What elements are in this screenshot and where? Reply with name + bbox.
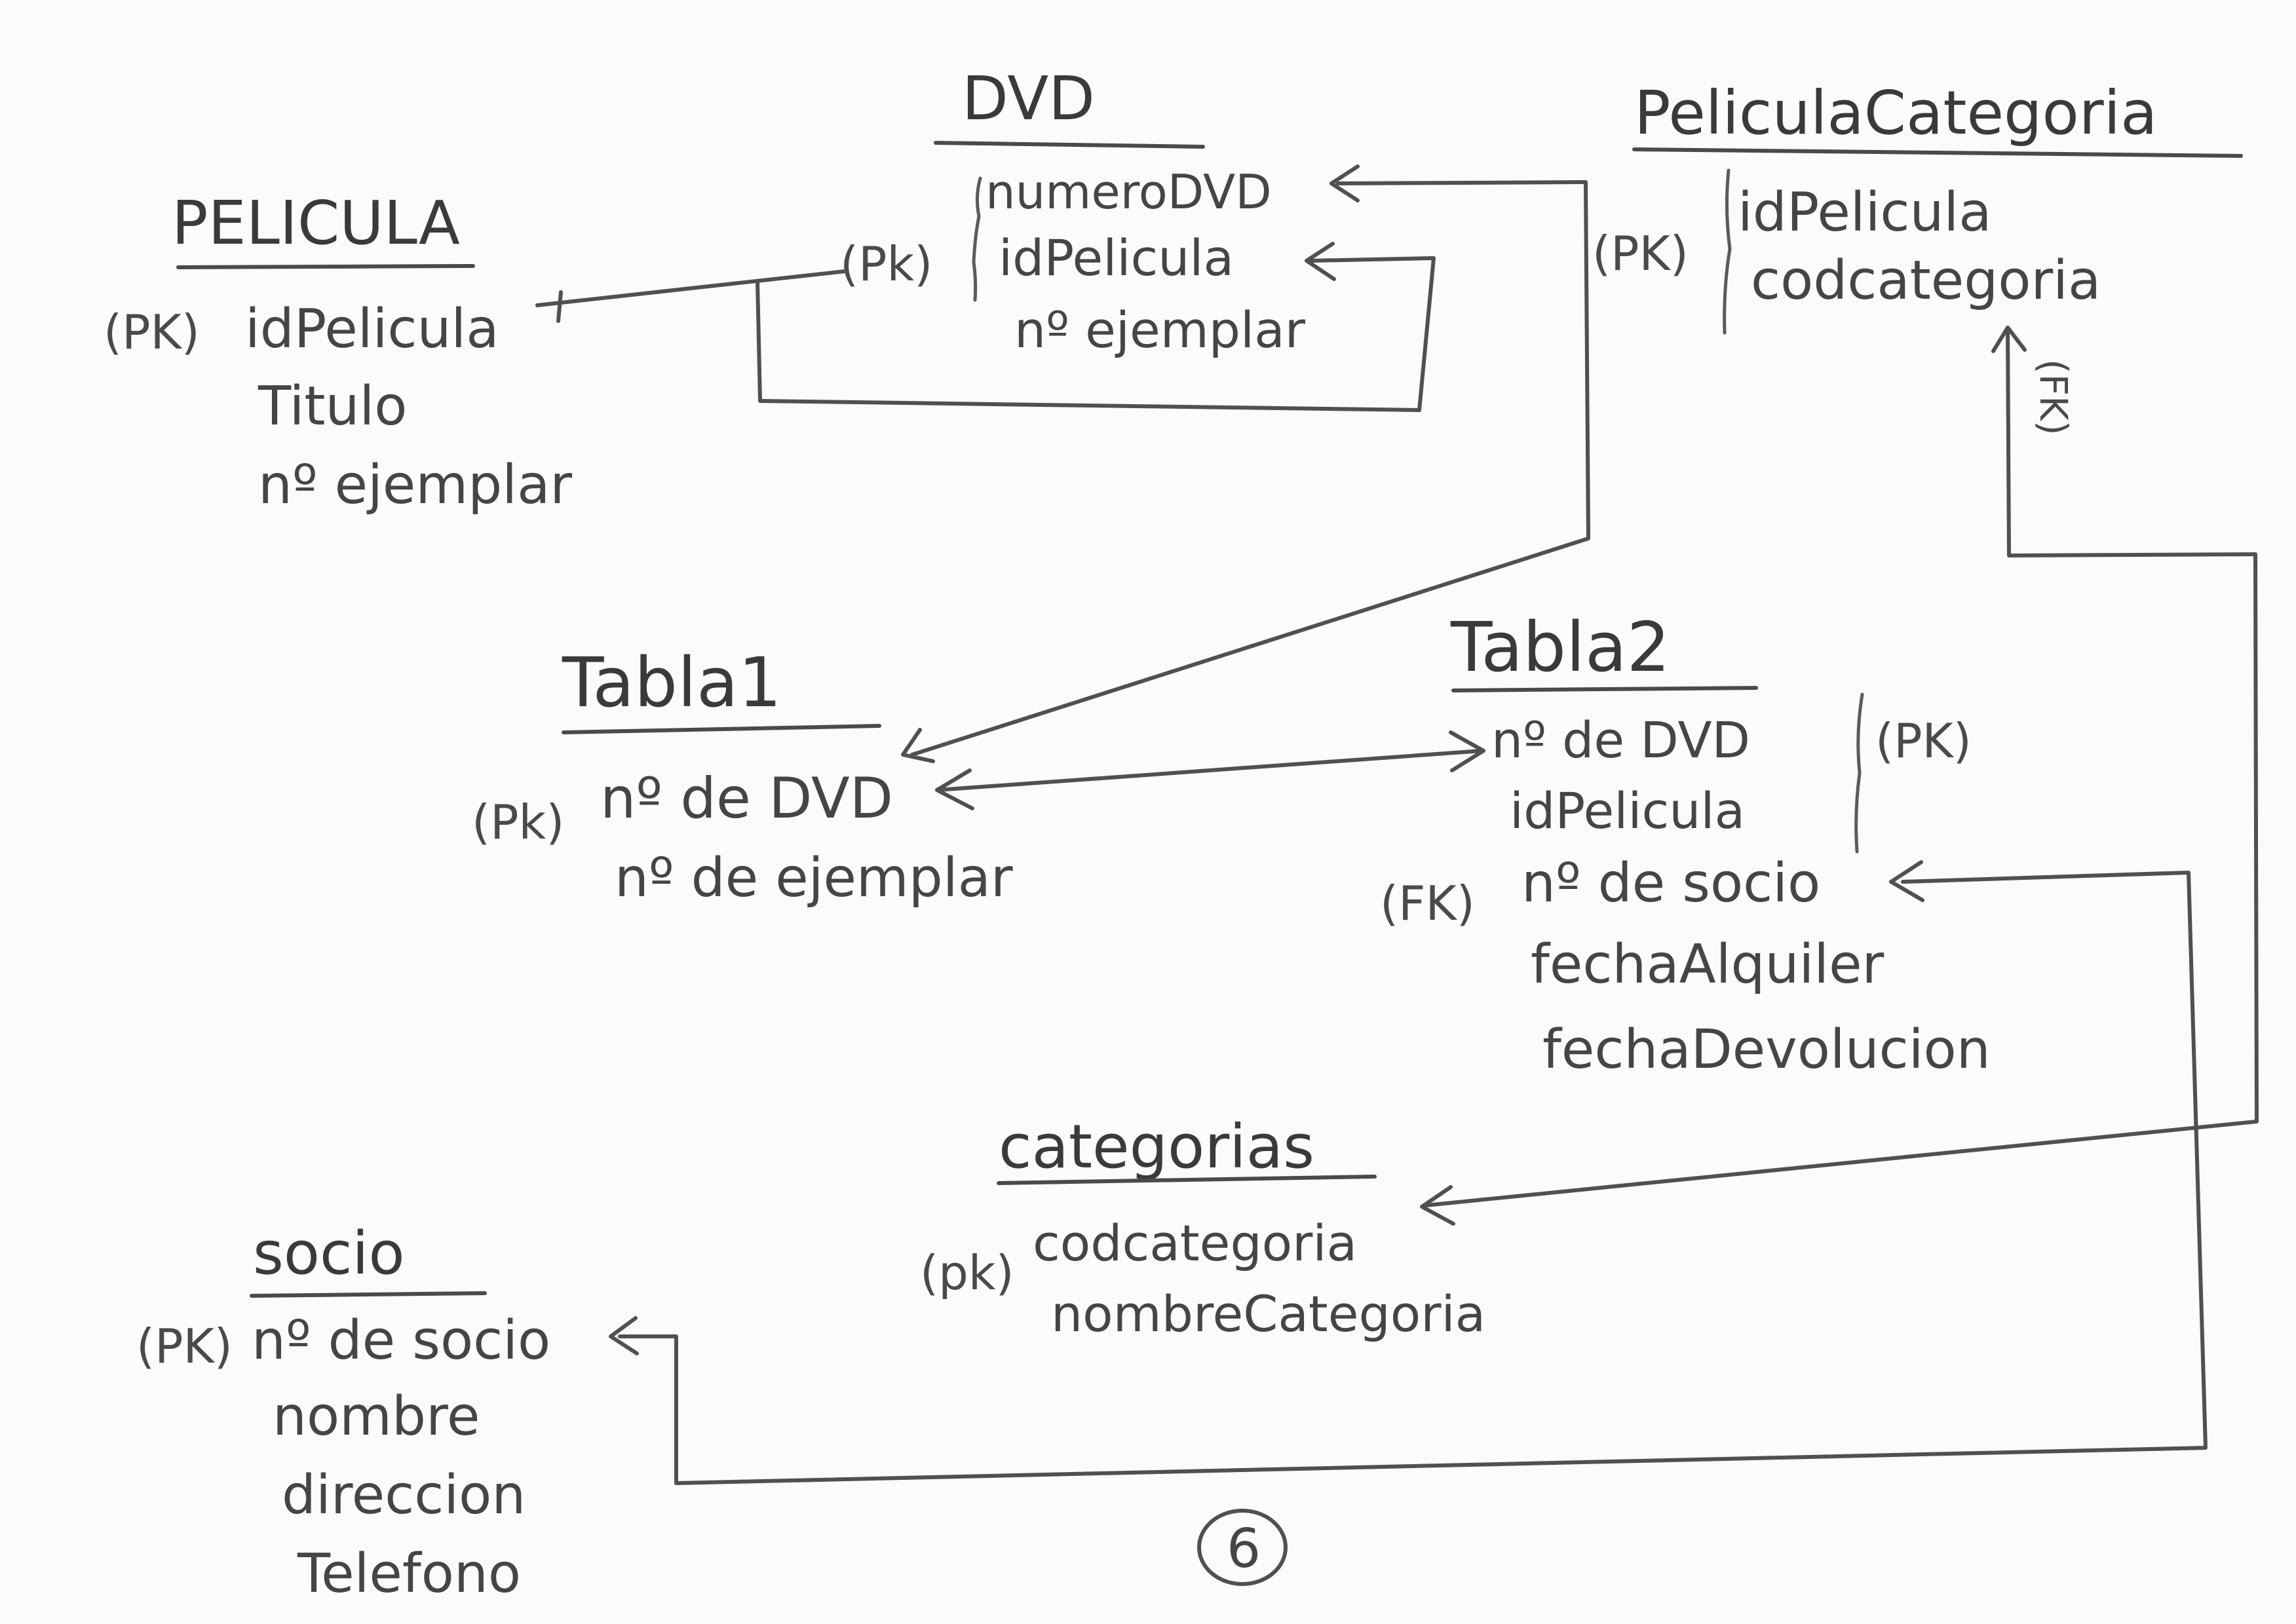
field-dvd-numerodvd: numeroDVD [985, 164, 1272, 219]
field-dvd-nejemplar: nº ejemplar [1014, 301, 1306, 359]
connector-arrowhead [1449, 730, 1485, 772]
field-tabla2-ndesocio: nº de socio [1521, 852, 1820, 915]
title-underline [997, 1175, 1377, 1185]
title-underline [176, 264, 475, 269]
entity-title-categorias: categorias [999, 1112, 1314, 1182]
connector-arrowhead [1889, 860, 1924, 902]
connector-arrowhead [1991, 326, 2027, 353]
field-socio-direccion: direccion [282, 1464, 526, 1526]
field-tabla1-ndeejemplar: nº de ejemplar [615, 847, 1013, 909]
pk-label-dvd: (Pk) [840, 236, 932, 292]
fk-label-tabla2: (FK) [1380, 876, 1475, 931]
field-pelicula-nejemplar: nº ejemplar [258, 454, 572, 516]
connector-arrowhead [935, 768, 974, 810]
field-dvd-idpelicula: idPelicula [999, 229, 1234, 287]
field-tabla2-fechaalquiler: fechaAlquiler [1531, 934, 1885, 996]
field-pc-idpelicula: idPelicula [1738, 181, 1991, 244]
relation-peliculacategoria-categorias: (FK) [1420, 326, 2259, 1226]
field-pc-codcategoria: codcategoria [1751, 250, 2101, 312]
connector-arrowhead [1420, 1185, 1455, 1226]
relation-pelicula-dvd [535, 242, 1436, 412]
connector-arrowhead [1330, 164, 1360, 202]
field-pelicula-titulo: Titulo [258, 375, 407, 438]
relation-dvd-tabla1 [901, 164, 1590, 763]
connector-arrowhead [1305, 242, 1336, 281]
title-underline [1632, 147, 2243, 158]
connector-arrowhead [901, 728, 935, 763]
field-socio-nombre: nombre [273, 1386, 480, 1448]
entity-pelicula: PELICULA (PK) idPelicula Titulo nº ejemp… [104, 188, 572, 516]
relation-tabla1-tabla2 [935, 730, 1485, 810]
relation-tabla2-socio [609, 860, 2208, 1485]
pk-label-tabla1: (Pk) [472, 795, 564, 850]
entity-title-tabla2: Tabla2 [1450, 607, 1670, 687]
entity-title-pelicula-categoria: PeliculaCategoria [1634, 78, 2158, 148]
field-tabla2-idpelicula: idPelicula [1510, 782, 1745, 840]
connector-line [935, 749, 1484, 792]
field-socio-ndesocio: nº de socio [252, 1310, 550, 1372]
field-socio-telefono: Telefono [297, 1543, 521, 1605]
entity-title-pelicula: PELICULA [172, 188, 460, 258]
page-number-circle [1197, 1509, 1288, 1586]
entity-dvd: DVD (Pk) numeroDVD idPelicula nº ejempla… [840, 64, 1306, 359]
field-tabla2-ndedvd: nº de DVD [1491, 711, 1750, 769]
entity-title-tabla1: Tabla1 [562, 643, 782, 723]
field-tabla2-fechadevolucion: fechaDevolucion [1542, 1019, 1991, 1081]
entity-categorias: categorias (pk) codcategoria nombreCateg… [920, 1112, 1485, 1343]
pk-label-tabla2: (PK) [1875, 713, 1972, 768]
title-underline [562, 724, 881, 734]
title-underline [1451, 686, 1758, 692]
pelicula-categoria-brace [1723, 168, 1732, 335]
connector-line [1424, 327, 2259, 1207]
entity-pelicula-categoria: PeliculaCategoria (PK) idPelicula codcat… [1592, 78, 2243, 335]
page-number-badge: 6 [1197, 1509, 1288, 1586]
tabla2-pk-brace [1854, 692, 1864, 854]
entity-title-socio: socio [253, 1219, 405, 1288]
entity-socio: socio (PK) nº de socio nombre direccion … [136, 1219, 550, 1605]
pk-label-pelicula-categoria: (PK) [1592, 226, 1689, 281]
field-categorias-nombrecategoria: nombreCategoria [1051, 1285, 1485, 1343]
connector-line [535, 269, 847, 307]
pk-label-categorias: (pk) [920, 1245, 1014, 1300]
title-underline [934, 141, 1205, 149]
connector-tick [556, 290, 563, 323]
field-categorias-codcategoria: codcategoria [1033, 1214, 1357, 1272]
connector-line [910, 180, 1590, 757]
field-pelicula-idpelicula: idPelicula [245, 298, 499, 360]
pk-label-pelicula: (PK) [104, 305, 200, 360]
fk-label-vertical: (FK) [2031, 359, 2076, 436]
connector-arrowhead [609, 1316, 639, 1355]
page-number: 6 [1227, 1518, 1261, 1580]
entity-title-dvd: DVD [962, 64, 1095, 134]
dvd-brace [972, 176, 982, 302]
pk-label-socio: (PK) [136, 1319, 233, 1374]
entity-tabla1: Tabla1 (Pk) nº de DVD nº de ejemplar [472, 643, 1013, 909]
entity-tabla2: Tabla2 (PK) (FK) nº de DVD idPelicula nº… [1380, 607, 1991, 1081]
field-tabla1-ndedvd: nº de DVD [600, 766, 893, 831]
connector-line [618, 871, 2208, 1485]
title-underline [250, 1291, 487, 1298]
connector-line [756, 256, 1436, 412]
